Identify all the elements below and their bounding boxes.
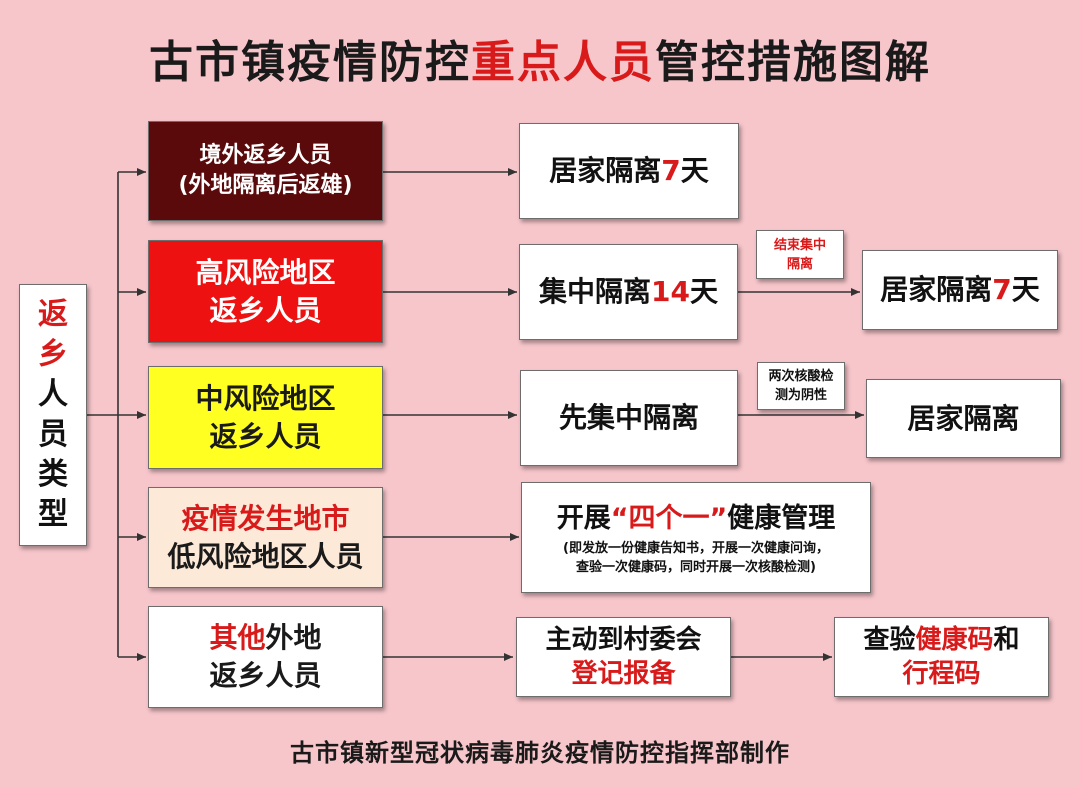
r3-text: 先集中隔离	[558, 401, 699, 434]
root-char-4: 员	[38, 417, 68, 452]
result-home-quarantine: 居家隔离	[866, 379, 1061, 458]
r4-pre: 开展	[556, 502, 611, 534]
r5-line2: 登记报备	[571, 659, 676, 689]
category-overseas-returnees: 境外返乡人员 (外地隔离后返雄)	[148, 121, 383, 221]
r4-quote: “四个一”	[610, 502, 728, 534]
r5-next-post: 和	[993, 625, 1020, 655]
result-home-quarantine-7: 居家隔离7天	[519, 123, 739, 219]
title-part2: 管控措施图解	[655, 37, 931, 88]
category-2-line2: 返乡人员	[209, 293, 322, 327]
category-5-line1-red: 其他	[209, 621, 266, 654]
category-5-line1-black: 外地	[265, 621, 322, 654]
r1-num: 7	[661, 154, 681, 187]
category-other-returnees: 其他外地 返乡人员	[148, 606, 383, 708]
category-5-line2: 返乡人员	[209, 659, 322, 692]
result-central-first: 先集中隔离	[520, 370, 738, 466]
r2-cond-line2: 隔离	[786, 256, 813, 272]
category-medium-risk: 中风险地区 返乡人员	[148, 366, 383, 469]
r3-next-text: 居家隔离	[907, 401, 1020, 435]
root-char-5: 类	[38, 457, 68, 492]
category-4-line2: 低风险地区人员	[167, 539, 364, 573]
result-home-quarantine-7-after: 居家隔离7天	[862, 250, 1058, 330]
title-part1: 古市镇疫情防控	[149, 37, 471, 88]
category-3-line1: 中风险地区	[195, 381, 336, 415]
r5-next-line2: 行程码	[902, 659, 981, 689]
r2-next-text: 居家隔离	[880, 273, 993, 306]
result-check-health-itinerary-codes: 查验健康码和 行程码	[834, 617, 1049, 697]
r4-note1: (即发放一份健康告知书，开展一次健康问询，	[563, 540, 829, 556]
footer-credit: 古市镇新型冠状病毒肺炎疫情防控指挥部制作	[290, 739, 790, 767]
r2-next-unit: 天	[1011, 273, 1040, 306]
category-3-line2: 返乡人员	[209, 419, 322, 453]
r4-note2: 查验一次健康码，同时开展一次核酸检测)	[576, 559, 816, 575]
page-title: 古市镇疫情防控重点人员管控措施图解	[0, 26, 1080, 90]
r3-cond-line1: 两次核酸检	[768, 369, 834, 384]
root-char-2: 乡	[38, 337, 68, 372]
r1-unit: 天	[680, 154, 709, 187]
root-category-box: 返 乡 人 员 类 型	[19, 284, 87, 546]
result-register-village-committee: 主动到村委会 登记报备	[516, 617, 731, 697]
category-epidemic-city: 疫情发生地市 低风险地区人员	[148, 487, 383, 588]
condition-two-nucleic-tests-negative: 两次核酸检 测为阴性	[757, 362, 845, 410]
category-1-line1: 境外返乡人员	[199, 143, 332, 168]
r2-next-num: 7	[992, 273, 1012, 306]
r2-unit: 天	[689, 275, 718, 308]
category-high-risk: 高风险地区 返乡人员	[148, 240, 383, 343]
result-central-quarantine-14: 集中隔离14天	[519, 244, 738, 340]
r4-post: 健康管理	[727, 502, 836, 534]
condition-end-central-quarantine: 结束集中 隔离	[756, 230, 844, 279]
category-1-line2: (外地隔离后返雄)	[178, 173, 353, 198]
title-highlight: 重点人员	[471, 37, 655, 88]
r2-text: 集中隔离	[539, 275, 652, 308]
r5-next-red: 健康码	[915, 625, 994, 655]
r2-cond-line1: 结束集中	[773, 237, 826, 253]
root-char-3: 人	[38, 377, 68, 412]
root-char-6: 型	[38, 497, 68, 532]
r5-next-pre: 查验	[863, 625, 916, 655]
category-2-line1: 高风险地区	[195, 255, 336, 289]
r3-cond-line2: 测为阴性	[774, 388, 827, 403]
r5-line1: 主动到村委会	[545, 625, 702, 655]
r2-num: 14	[651, 275, 690, 308]
root-char-1: 返	[38, 297, 68, 332]
r1-text: 居家隔离	[549, 154, 662, 187]
result-four-ones-health-management: 开展“四个一”健康管理 (即发放一份健康告知书，开展一次健康问询， 查验一次健康…	[521, 482, 871, 593]
category-4-line1: 疫情发生地市	[181, 501, 350, 535]
